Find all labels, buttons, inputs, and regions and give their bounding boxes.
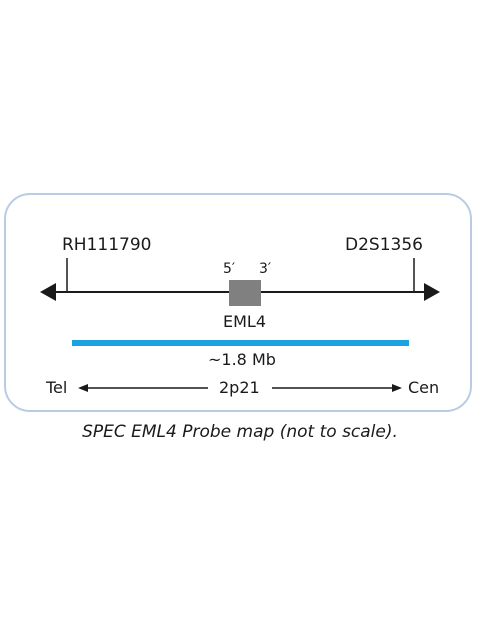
probe-size-label: ~1.8 Mb [208,350,276,369]
marker-label-right: D2S1356 [345,235,423,255]
chromosome-arrow-left [40,283,56,301]
marker-label-left: RH111790 [62,235,152,255]
chromosome-arrow-right [424,283,440,301]
orientation-band-label: 2p21 [219,378,260,397]
gene-three-prime-label: 3′ [259,261,272,277]
gene-box [229,280,261,306]
gene-name-label: EML4 [223,312,267,331]
orientation-tel-label: Tel [46,378,68,397]
diagram-caption: SPEC EML4 Probe map (not to scale). [82,422,398,442]
orientation-arrow-tel [78,384,88,392]
orientation-arrow-cen [392,384,402,392]
orientation-cen-label: Cen [408,378,440,397]
gene-five-prime-label: 5′ [223,261,236,277]
probe-bar [72,340,409,346]
diagram-frame [4,193,472,412]
